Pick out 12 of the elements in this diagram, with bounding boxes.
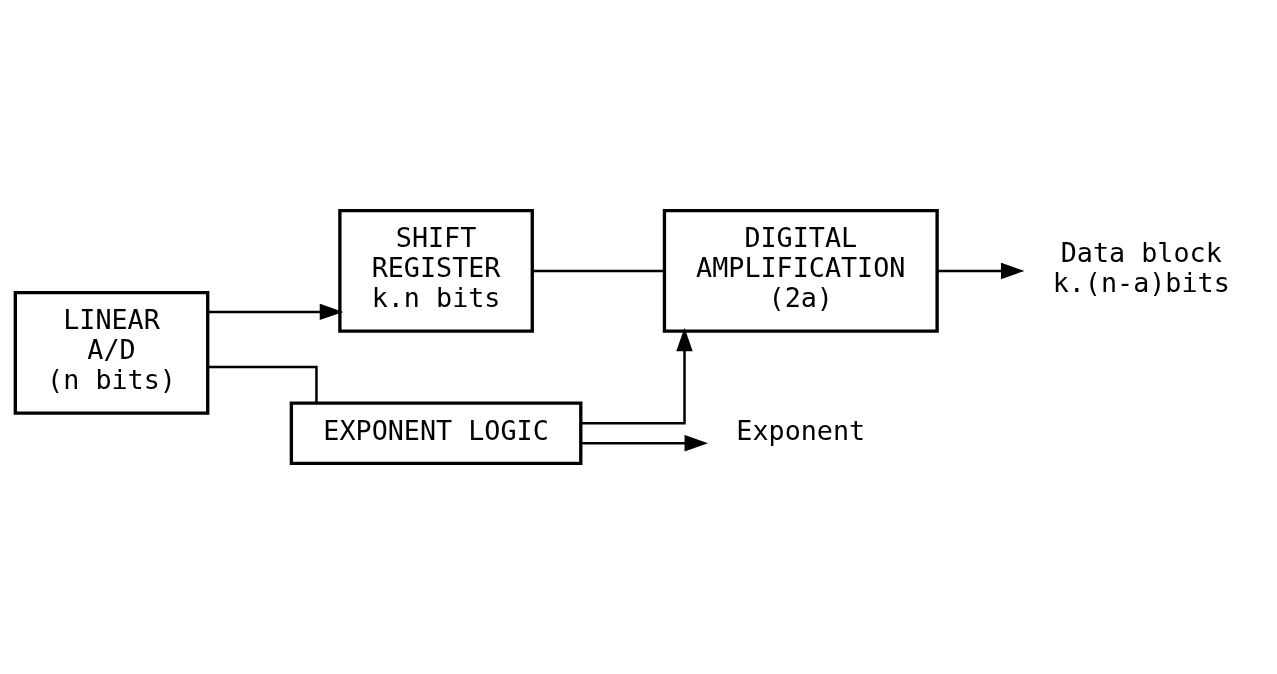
connector (208, 365, 318, 403)
node-box: DIGITAL AMPLIFICATION (2a) (662, 209, 939, 333)
connector (532, 269, 665, 273)
arrow (581, 435, 708, 452)
node-box: EXPONENT LOGIC (289, 401, 583, 465)
node-text: Exponent (736, 414, 866, 446)
arrow (937, 262, 1025, 280)
node-box: LINEAR A/D (n bits) (13, 291, 210, 415)
arrow (581, 327, 693, 425)
arrow (208, 303, 344, 321)
node-box: SHIFT REGISTER k.n bits (338, 209, 534, 333)
node-text: Data block k.(n-a)bits (1052, 237, 1230, 299)
